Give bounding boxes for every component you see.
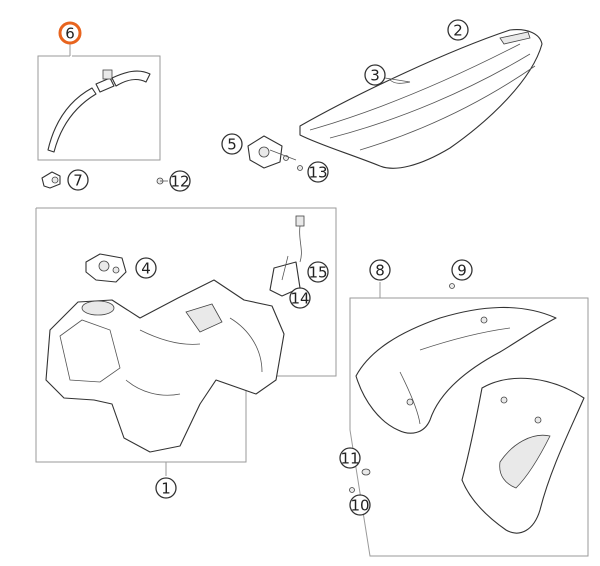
callout-7[interactable]: 7 [67, 169, 89, 191]
callout-15[interactable]: 15 [307, 261, 329, 283]
panel-group-box [349, 282, 589, 557]
callout-2-label: 2 [453, 22, 463, 40]
callout-4-label: 4 [141, 260, 151, 278]
seat-bracket-part [247, 135, 303, 171]
hose-group-box [37, 44, 161, 161]
callout-8[interactable]: 8 [369, 259, 391, 281]
screw-part-12 [156, 177, 168, 185]
callout-10-label: 10 [350, 497, 369, 515]
callout-13-label: 13 [308, 164, 327, 182]
callout-1-label: 1 [161, 480, 171, 498]
callout-12[interactable]: 12 [169, 170, 191, 192]
callout-6-label: 6 [65, 25, 75, 43]
callout-4[interactable]: 4 [135, 257, 157, 279]
callout-2[interactable]: 2 [447, 19, 469, 41]
side-panel-right-part [461, 377, 585, 534]
callout-14-label: 14 [290, 290, 309, 308]
callout-1[interactable]: 1 [155, 477, 177, 499]
seat-part [299, 29, 543, 169]
callout-5-label: 5 [227, 136, 237, 154]
fastener-parts [349, 283, 455, 493]
callout-10[interactable]: 10 [349, 494, 371, 516]
callout-9[interactable]: 9 [451, 259, 473, 281]
callout-5[interactable]: 5 [221, 133, 243, 155]
callout-7-label: 7 [73, 172, 83, 190]
callout-9-label: 9 [457, 262, 467, 280]
callout-15-label: 15 [308, 264, 327, 282]
callout-13[interactable]: 13 [307, 161, 329, 183]
hose-elbow-part [41, 171, 61, 189]
callout-12-label: 12 [170, 173, 189, 191]
callout-3[interactable]: 3 [364, 64, 411, 86]
callout-8-label: 8 [375, 262, 385, 280]
side-panel-left-part [355, 306, 557, 434]
callout-3-label: 3 [370, 67, 380, 85]
sensor-cable-part [269, 215, 305, 297]
callout-14[interactable]: 14 [289, 287, 311, 309]
fuel-hose-part [47, 69, 151, 153]
fuel-valve-part [85, 253, 127, 283]
callout-6[interactable]: 6 [58, 21, 82, 45]
callout-11[interactable]: 11 [339, 447, 361, 469]
fuel-tank-part [45, 279, 285, 453]
callout-11-label: 11 [340, 450, 359, 468]
